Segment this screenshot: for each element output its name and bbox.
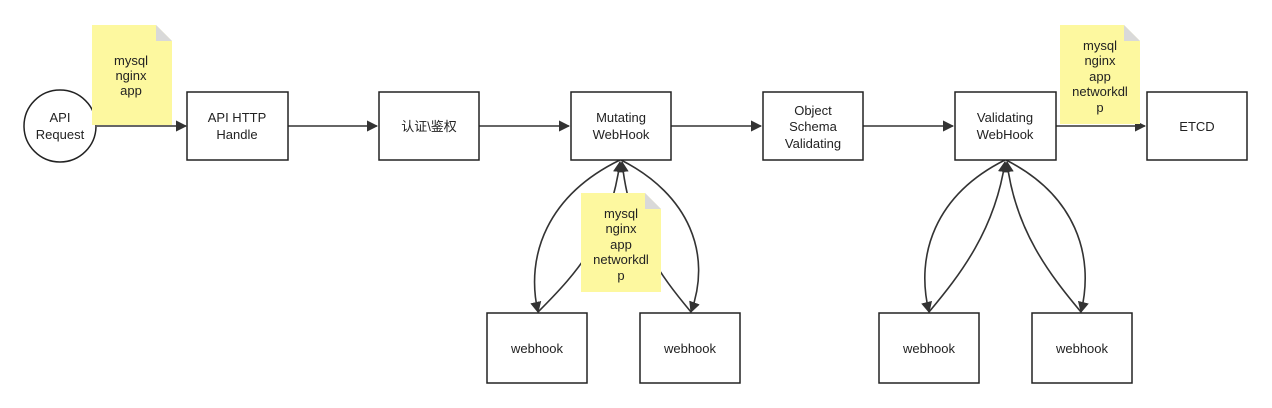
edge-webhook-3-to-validating (928, 160, 1010, 313)
note-2-line-2: nginx (605, 221, 637, 236)
webhook-node-4: webhook (1031, 312, 1133, 384)
auth-node: 认证\鉴权 (378, 91, 480, 161)
schema-label-2: Schema (789, 119, 837, 134)
note-3-line-4: networkdl (1072, 84, 1128, 99)
note-2-line-5: p (617, 268, 624, 283)
edge-validating-to-webhook-4 (1005, 159, 1089, 314)
edge-webhook-4-to-validating (1002, 160, 1082, 313)
edge-mutating-to-webhook-1 (530, 159, 621, 314)
mutating-label-1: Mutating (596, 110, 646, 125)
note-3-line-2: nginx (1084, 53, 1116, 68)
object-schema-validating-node: Object Schema Validating (762, 91, 864, 161)
sticky-note-1: mysql nginx app (92, 25, 172, 125)
webhook-node-2: webhook (639, 312, 741, 384)
note-3-line-3: app (1089, 69, 1111, 84)
schema-label-1: Object (794, 103, 832, 118)
edge-validating-to-webhook-3 (921, 159, 1006, 314)
edge-mutating-to-webhook-2 (620, 159, 700, 314)
note-3-line-5: p (1096, 100, 1103, 115)
note-2-line-4: networkdl (593, 252, 649, 267)
sticky-note-2: mysql nginx app networkdl p (581, 193, 661, 292)
etcd-node: ETCD (1146, 91, 1248, 161)
note-1-line-2: nginx (115, 68, 147, 83)
api-http-label-2: Handle (216, 127, 257, 142)
webhook-label-4: webhook (1055, 341, 1109, 356)
validating-label-2: WebHook (977, 127, 1034, 142)
api-request-label-2: Request (36, 127, 85, 142)
sticky-note-3: mysql nginx app networkdl p (1060, 25, 1140, 124)
note-1-line-1: mysql (114, 53, 148, 68)
validating-webhook-node: Validating WebHook (954, 91, 1057, 161)
note-2-line-3: app (610, 237, 632, 252)
validating-label-1: Validating (977, 110, 1033, 125)
webhook-label-3: webhook (902, 341, 956, 356)
auth-label: 认证\鉴权 (401, 119, 457, 134)
api-http-handle-node: API HTTP Handle (186, 91, 289, 161)
webhook-node-3: webhook (878, 312, 980, 384)
api-request-label-1: API (50, 110, 71, 125)
etcd-label: ETCD (1179, 119, 1214, 134)
webhook-node-1: webhook (486, 312, 588, 384)
webhook-label-2: webhook (663, 341, 717, 356)
mutating-webhook-node: Mutating WebHook (570, 91, 672, 161)
api-request-node: API Request (23, 89, 97, 163)
api-http-label-1: API HTTP (208, 110, 267, 125)
note-2-line-1: mysql (604, 206, 638, 221)
mutating-label-2: WebHook (593, 127, 650, 142)
schema-label-3: Validating (785, 136, 841, 151)
validating-webhook-edges (921, 159, 1089, 314)
webhook-label-1: webhook (510, 341, 564, 356)
note-3-line-1: mysql (1083, 38, 1117, 53)
note-1-line-3: app (120, 83, 142, 98)
